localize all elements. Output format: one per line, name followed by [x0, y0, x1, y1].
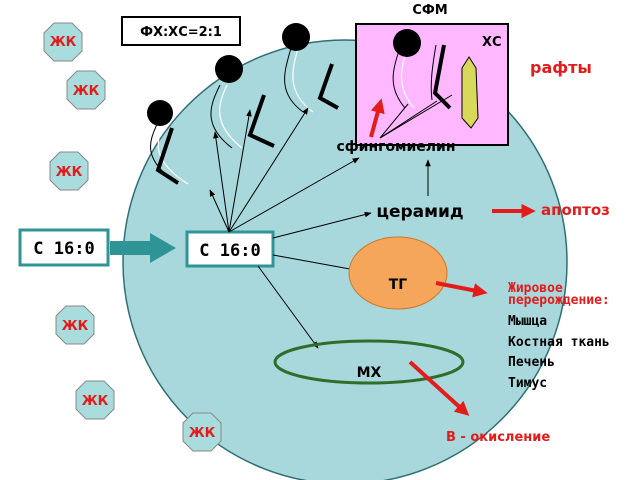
fatty-acid-octagon: ЖК [182, 412, 222, 452]
fatty-degeneration-title-1: Жировое [508, 281, 563, 296]
ratio-label: ФХ:ХС=2:1 [140, 25, 222, 40]
svg-text:ЖК: ЖК [82, 394, 109, 409]
organ-item: Печень [508, 355, 555, 370]
organ-item: Костная ткань [508, 335, 610, 350]
apoptosis-label: апоптоз [541, 201, 610, 219]
raft-lipid-tail-1 [430, 44, 437, 101]
fatty-degeneration-title-2: перерождение: [508, 293, 610, 308]
fatty-acid-octagon: ЖК [66, 70, 106, 110]
svg-text:ЖК: ЖК [56, 165, 83, 180]
raft-lipid-tail-2 [432, 44, 452, 110]
cholesterol-label: ХС [482, 35, 502, 50]
rafts-label: рафты [530, 58, 592, 77]
metabolic-arrows [209, 94, 453, 349]
palmitate-outside-box [18, 228, 110, 267]
mitochondria [273, 339, 465, 385]
fatty-acid-octagon: ЖК [49, 151, 89, 191]
svg-text:ЖК: ЖК [189, 426, 216, 441]
uptake-arrow [110, 233, 176, 263]
sphingomyelin-label: сфингомиелин [336, 139, 455, 155]
beta-oxidation-label: В - окисление [446, 430, 550, 445]
palmitate-inside-label: С 16:0 [199, 241, 260, 261]
palmitate-outside-label: С 16:0 [33, 239, 94, 259]
ratio-box [121, 16, 241, 46]
ceramide-label: церамид [376, 202, 463, 222]
raft-box-title: СФМ [412, 3, 447, 18]
fatty-acid-octagon: ЖК [43, 22, 83, 62]
phospholipid-3 [282, 23, 339, 113]
fatty-degeneration-arrow [435, 281, 488, 298]
svg-text:ЖК: ЖК [50, 35, 77, 50]
fatty-acid-octagon: ЖК [55, 305, 95, 345]
mitochondria-label: МХ [357, 365, 382, 381]
fatty-acid-octagon: ЖК [75, 380, 115, 420]
raft-lipid-1 [392, 29, 421, 109]
organ-item: Тимус [508, 376, 547, 391]
svg-text:ЖК: ЖК [62, 319, 89, 334]
phospholipid-2 [210, 55, 275, 149]
tg-droplet [348, 236, 448, 310]
raft-red-arrow [369, 98, 385, 138]
beta-oxidation-arrow [408, 360, 470, 416]
raft-box [355, 23, 509, 146]
svg-text:ЖК: ЖК [73, 84, 100, 99]
cholesterol-shape [461, 56, 479, 129]
organ-item: Мышца [508, 314, 547, 329]
tg-label: ТГ [389, 277, 408, 293]
phospholipid-1 [147, 100, 189, 185]
